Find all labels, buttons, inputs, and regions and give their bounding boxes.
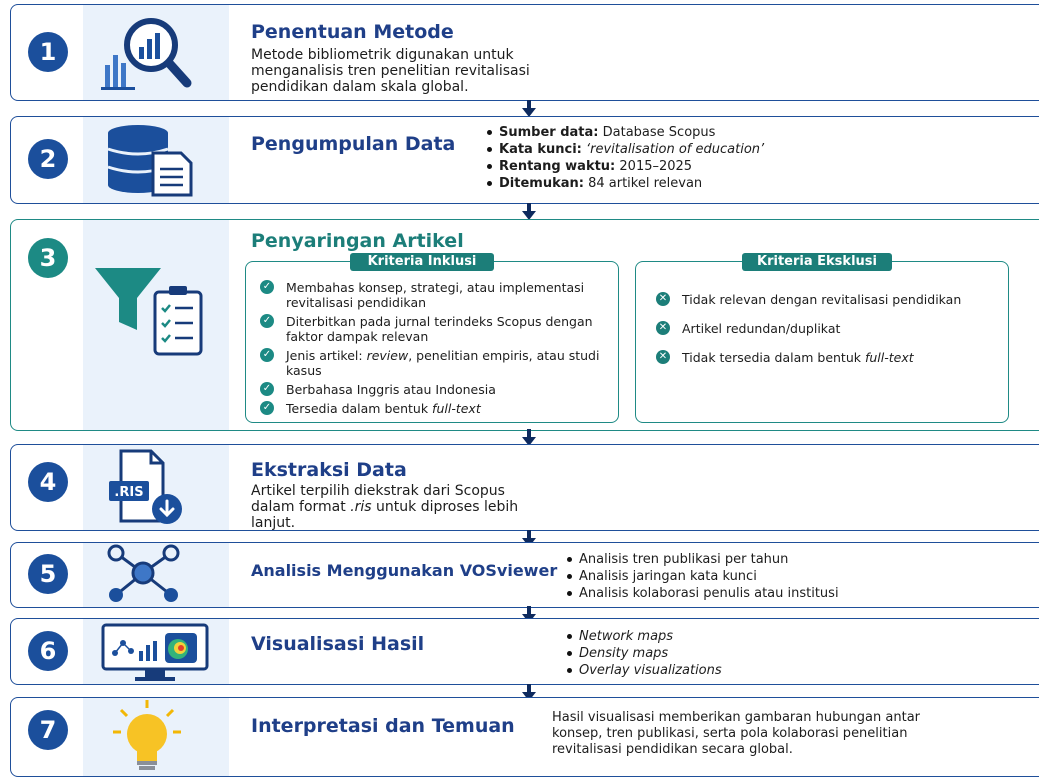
step-title: Penentuan Metode bbox=[251, 21, 454, 43]
list-item: ✓Diterbitkan pada jurnal terindeks Scopu… bbox=[260, 314, 610, 344]
inclusion-criteria-title: Kriteria Inklusi bbox=[350, 253, 494, 271]
list-item: ✓Jenis artikel: review, penelitian empir… bbox=[260, 348, 610, 378]
step-title: Visualisasi Hasil bbox=[251, 633, 425, 655]
exclusion-criteria-panel: Kriteria Eksklusi ✕Tidak relevan dengan … bbox=[635, 253, 1009, 423]
step-title: Penyaringan Artikel bbox=[251, 230, 464, 252]
step-description: Artikel terpilih diekstrak dari Scopus d… bbox=[251, 483, 519, 531]
bullet-list: Network maps Density maps Overlay visual… bbox=[565, 628, 722, 679]
ris-file-download-icon: .RIS bbox=[109, 449, 182, 524]
list-item: ✕Tidak tersedia dalam bentuk full-text bbox=[656, 350, 996, 365]
icon-panel bbox=[83, 698, 229, 776]
list-item: ✓Berbahasa Inggris atau Indonesia bbox=[260, 382, 610, 397]
list-item: Density maps bbox=[565, 645, 722, 662]
check-icon: ✓ bbox=[260, 382, 274, 396]
step-title: Analisis Menggunakan VOSviewer bbox=[251, 561, 558, 580]
icon-panel bbox=[83, 220, 229, 430]
cross-icon: ✕ bbox=[656, 350, 670, 364]
step-number-badge: 6 bbox=[28, 631, 68, 671]
step-2: 2 Pengumpulan Data Sumber data: Database… bbox=[10, 116, 1039, 204]
lightbulb-icon bbox=[113, 700, 181, 770]
list-item: ✓Membahas konsep, strategi, atau impleme… bbox=[260, 280, 610, 310]
step-title: Ekstraksi Data bbox=[251, 459, 407, 481]
bullet-list: Analisis tren publikasi per tahun Analis… bbox=[565, 551, 839, 602]
arrow-down-icon bbox=[522, 100, 536, 117]
step-title: Pengumpulan Data bbox=[251, 133, 456, 155]
step-number-badge: 7 bbox=[28, 710, 68, 750]
arrow-down-icon bbox=[522, 429, 536, 446]
list-item: Analisis tren publikasi per tahun bbox=[565, 551, 839, 568]
list-item: Kata kunci: ‘revitalisation of education… bbox=[485, 141, 764, 158]
database-document-icon bbox=[107, 125, 193, 197]
step-3: 3 Penyaringan Artikel Kriteria Inklusi ✓… bbox=[10, 219, 1039, 431]
list-item: Overlay visualizations bbox=[565, 662, 722, 679]
icon-panel bbox=[83, 543, 229, 607]
exclusion-list: ✕Tidak relevan dengan revitalisasi pendi… bbox=[656, 292, 996, 369]
step-description: Metode bibliometrik digunakan untuk meng… bbox=[251, 47, 530, 95]
monitor-visualization-icon bbox=[101, 623, 209, 681]
network-icon bbox=[107, 544, 180, 602]
list-item: Rentang waktu: 2015–2025 bbox=[485, 158, 764, 175]
bullet-list: Sumber data: Database Scopus Kata kunci:… bbox=[485, 124, 764, 192]
list-item: Ditemukan: 84 artikel relevan bbox=[485, 175, 764, 192]
list-item: Analisis kolaborasi penulis atau institu… bbox=[565, 585, 839, 602]
cross-icon: ✕ bbox=[656, 321, 670, 335]
step-number-badge: 4 bbox=[28, 462, 68, 502]
check-icon: ✓ bbox=[260, 401, 274, 415]
magnifier-chart-icon bbox=[101, 18, 192, 90]
step-1: 1 Penentuan Metode Metode bibliometrik d… bbox=[10, 4, 1039, 101]
step-description: Hasil visualisasi memberikan gambaran hu… bbox=[552, 710, 920, 757]
exclusion-criteria-title: Kriteria Eksklusi bbox=[742, 253, 892, 271]
list-item: ✕Tidak relevan dengan revitalisasi pendi… bbox=[656, 292, 996, 307]
step-number-badge: 1 bbox=[28, 32, 68, 72]
step-title: Interpretasi dan Temuan bbox=[251, 715, 515, 737]
step-number-badge: 5 bbox=[28, 554, 68, 594]
check-icon: ✓ bbox=[260, 280, 274, 294]
step-number-badge: 3 bbox=[28, 238, 68, 278]
check-icon: ✓ bbox=[260, 348, 274, 362]
inclusion-list: ✓Membahas konsep, strategi, atau impleme… bbox=[260, 280, 610, 420]
icon-panel bbox=[83, 117, 229, 203]
list-item: Sumber data: Database Scopus bbox=[485, 124, 764, 141]
icon-panel bbox=[83, 619, 229, 684]
step-number-badge: 2 bbox=[28, 139, 68, 179]
icon-panel bbox=[83, 5, 229, 100]
arrow-down-icon bbox=[522, 684, 536, 701]
inclusion-criteria-panel: Kriteria Inklusi ✓Membahas konsep, strat… bbox=[245, 253, 619, 423]
step-4: 4 .RIS Ekstraksi Data Artikel terpilih d… bbox=[10, 444, 1039, 531]
step-5: 5 Analisis Menggunakan VOSviewer Analisi… bbox=[10, 542, 1039, 608]
list-item: Network maps bbox=[565, 628, 722, 645]
cross-icon: ✕ bbox=[656, 292, 670, 306]
list-item: ✓Tersedia dalam bentuk full-text bbox=[260, 401, 610, 416]
list-item: Analisis jaringan kata kunci bbox=[565, 568, 839, 585]
step-6: 6 Visualisasi Hasil Network maps Density… bbox=[10, 618, 1039, 685]
arrow-down-icon bbox=[522, 203, 536, 220]
step-7: 7 Interpretasi dan Temuan Hasil visualis… bbox=[10, 697, 1039, 777]
svg-text:.RIS: .RIS bbox=[114, 485, 143, 500]
check-icon: ✓ bbox=[260, 314, 274, 328]
icon-panel: .RIS bbox=[83, 445, 229, 530]
list-item: ✕Artikel redundan/duplikat bbox=[656, 321, 996, 336]
funnel-checklist-icon bbox=[95, 268, 203, 356]
